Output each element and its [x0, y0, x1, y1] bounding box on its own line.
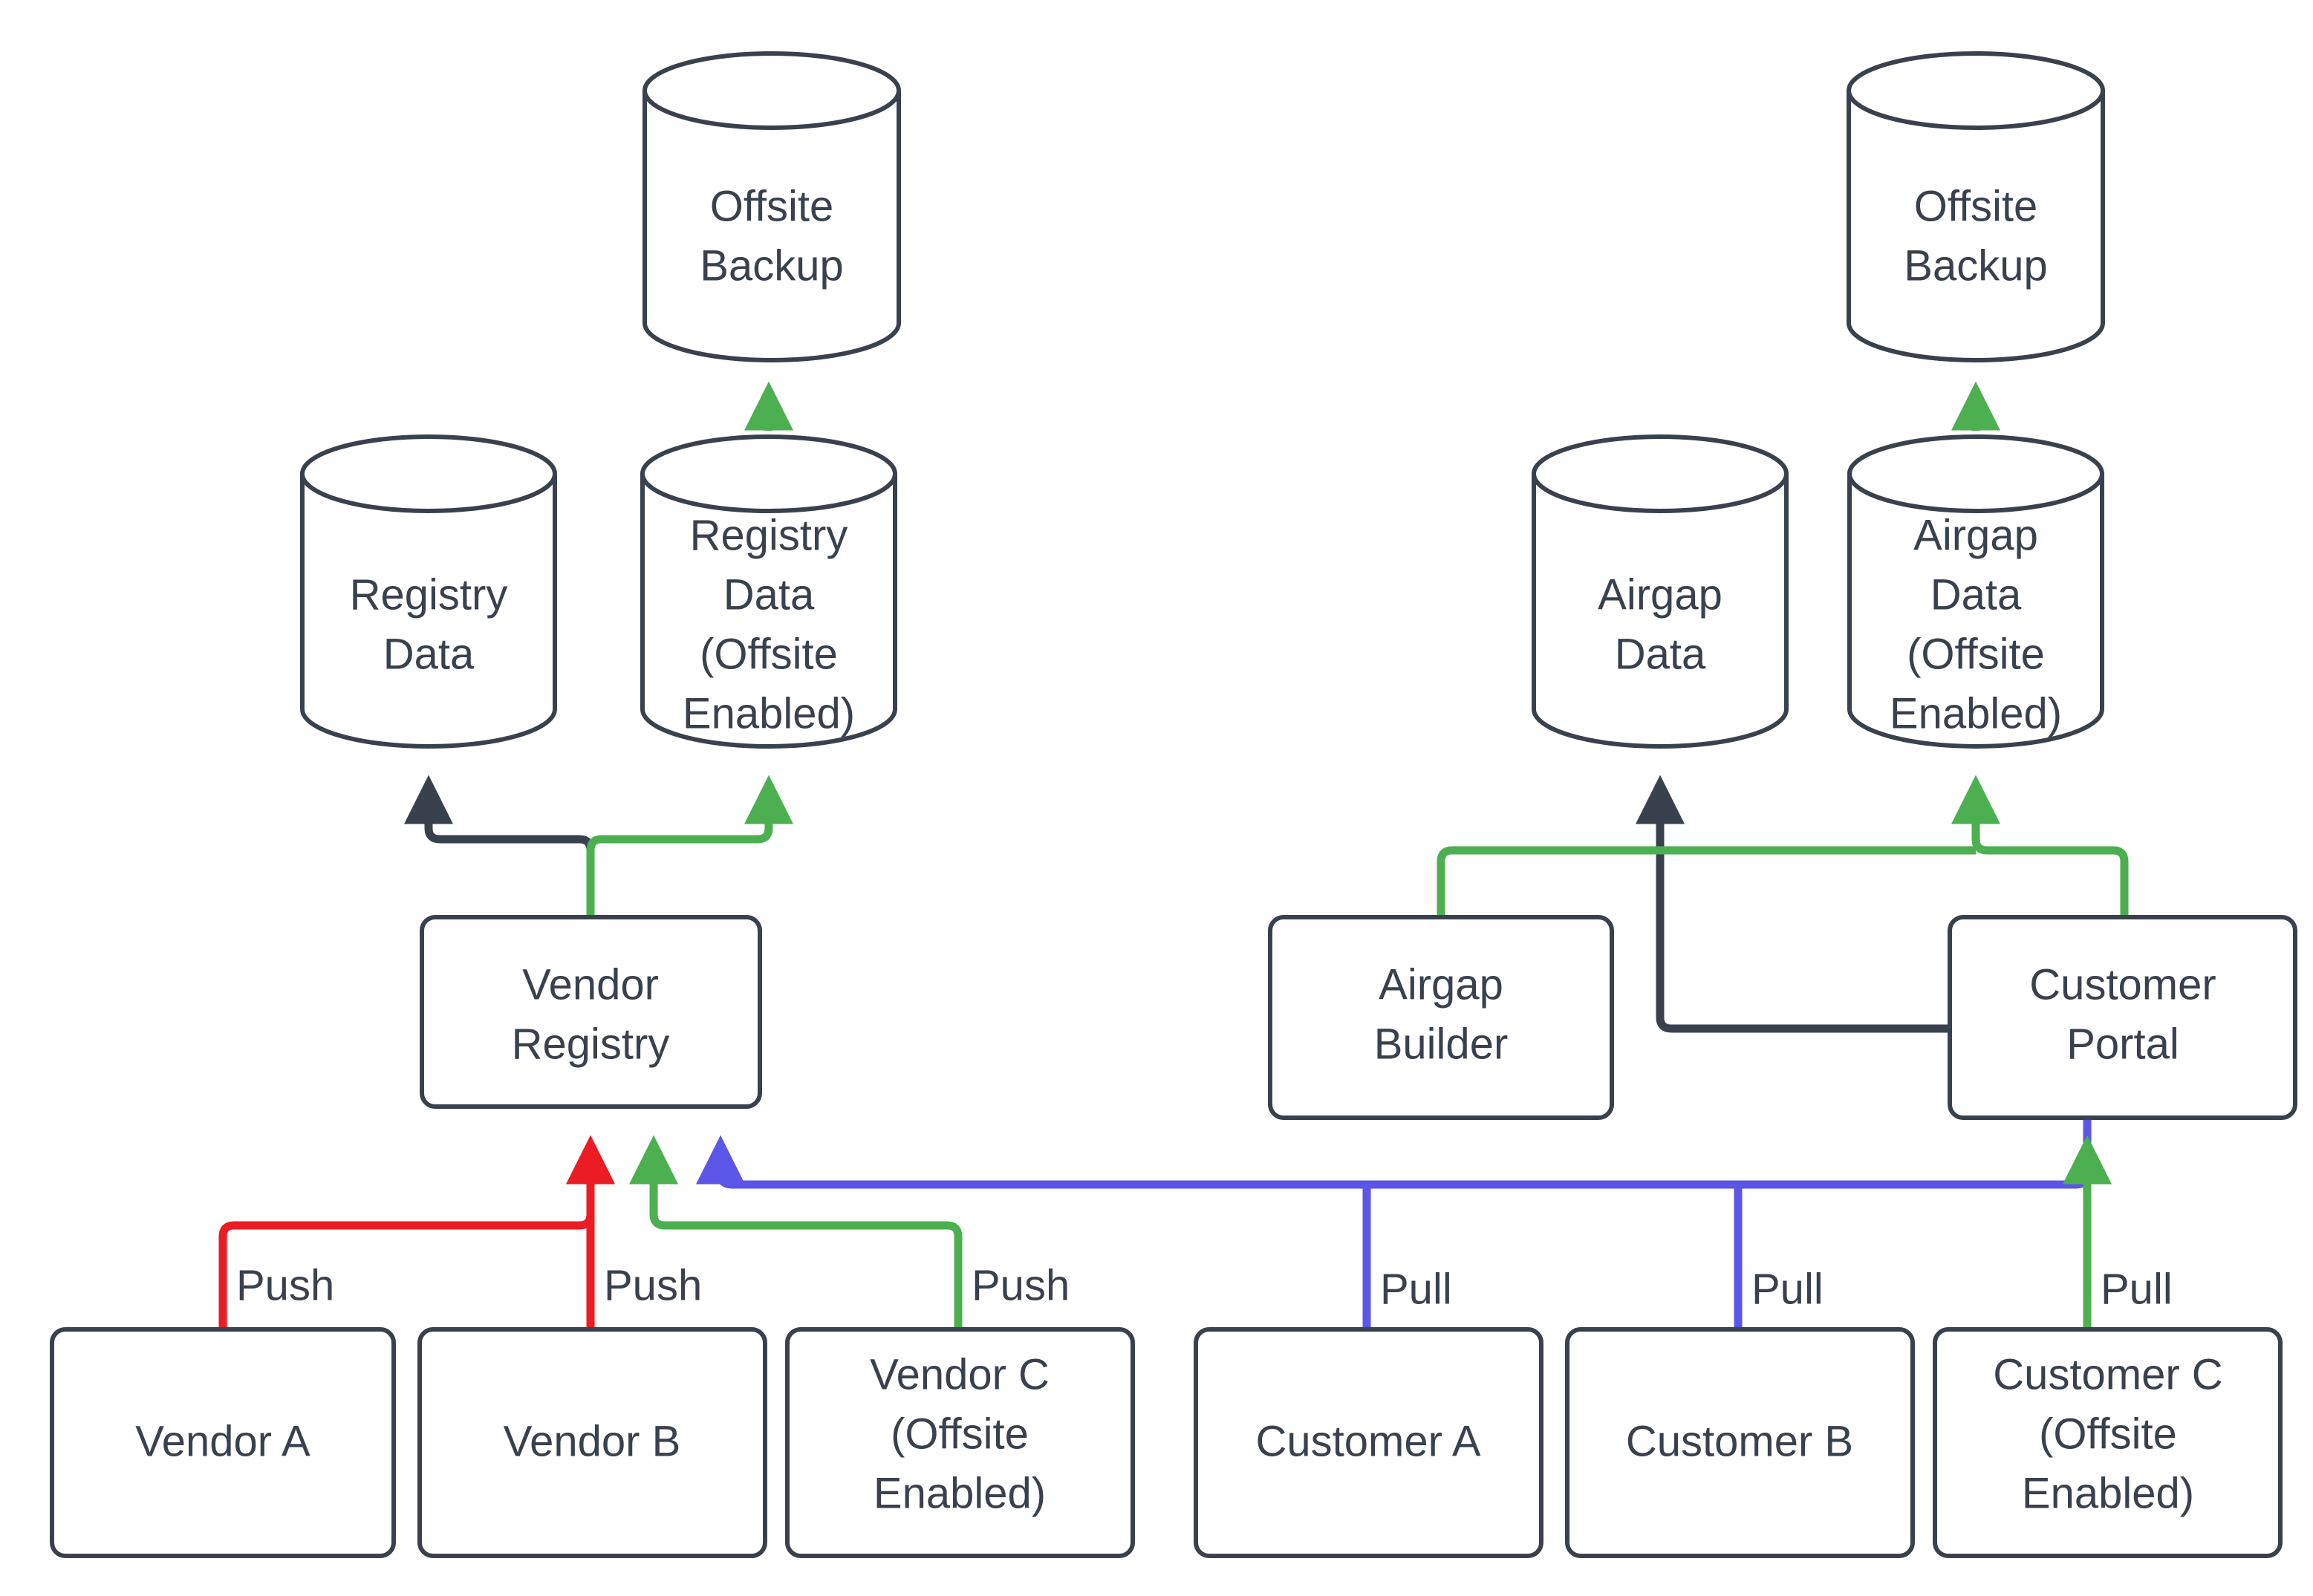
- node-airgap-builder[interactable]: Airgap Builder: [1268, 915, 1614, 1120]
- node-label: Portal: [2066, 1020, 2179, 1068]
- node-label: Vendor A: [135, 1417, 310, 1465]
- edge-vendor-registry-to-registry-data-offsite: [586, 775, 793, 917]
- edge-label-customer-a-pull: Pull: [1380, 1265, 1452, 1313]
- edge-label-vendor-b-push: Push: [604, 1261, 702, 1309]
- node-airgap-data-offsite-enabled[interactable]: Airgap Data (Offsite Enabled): [1847, 434, 2104, 749]
- node-label: Customer A: [1256, 1417, 1481, 1465]
- node-label: Enabled): [2022, 1469, 2194, 1517]
- edge-customer-portal-to-airgap-data-offsite: [1951, 775, 2129, 917]
- node-label: (Offsite: [1907, 630, 2045, 678]
- node-label: (Offsite: [700, 630, 838, 678]
- node-label: Data: [1930, 570, 2022, 619]
- node-label: Backup: [700, 241, 843, 290]
- node-label: Data: [383, 630, 475, 678]
- node-label: Registry: [350, 570, 508, 619]
- node-label: Airgap: [1913, 511, 2038, 559]
- node-customer-portal[interactable]: Customer Portal: [1948, 915, 2297, 1120]
- node-offsite-backup-left[interactable]: Offsite Backup: [642, 51, 901, 362]
- node-vendor-c[interactable]: Vendor C (Offsite Enabled): [785, 1327, 1135, 1558]
- node-label: Registry: [512, 1020, 670, 1068]
- node-label: Airgap: [1598, 570, 1722, 619]
- edge-customer-portal-to-airgap-data: [1636, 775, 1950, 1033]
- node-label: Customer: [2029, 960, 2216, 1009]
- node-label: Registry: [690, 511, 848, 559]
- edge-airgap-builder-to-airgap-data-offsite: [1437, 846, 1976, 917]
- node-registry-data-offsite-enabled[interactable]: Registry Data (Offsite Enabled): [640, 434, 897, 749]
- node-offsite-backup-right[interactable]: Offsite Backup: [1847, 51, 2105, 362]
- node-label: Customer C: [1993, 1350, 2222, 1398]
- node-label: Backup: [1904, 241, 2047, 290]
- node-label: Airgap: [1379, 960, 1503, 1009]
- node-label: Offsite: [710, 182, 834, 230]
- node-registry-data[interactable]: Registry Data: [300, 434, 557, 749]
- edge-label-customer-c-pull: Pull: [2101, 1265, 2173, 1313]
- edge-label-customer-b-pull: Pull: [1751, 1265, 1824, 1313]
- node-label: Enabled): [683, 689, 855, 737]
- node-customer-c[interactable]: Customer C (Offsite Enabled): [1933, 1327, 2283, 1558]
- node-label: (Offsite: [2039, 1410, 2177, 1458]
- edge-label-vendor-a-push: Push: [236, 1261, 334, 1309]
- edge-label-vendor-c-push: Push: [972, 1261, 1070, 1309]
- node-label: Vendor B: [504, 1417, 681, 1465]
- node-label: Vendor: [522, 960, 659, 1009]
- node-vendor-b[interactable]: Vendor B: [417, 1327, 767, 1558]
- node-customer-b[interactable]: Customer B: [1565, 1327, 1915, 1558]
- node-vendor-registry[interactable]: Vendor Registry: [420, 915, 762, 1109]
- node-label: Data: [723, 570, 815, 619]
- node-airgap-data[interactable]: Airgap Data: [1532, 434, 1789, 749]
- node-label: (Offsite: [891, 1410, 1029, 1458]
- node-customer-a[interactable]: Customer A: [1194, 1327, 1543, 1558]
- node-vendor-a[interactable]: Vendor A: [50, 1327, 396, 1558]
- node-label: Enabled): [874, 1469, 1046, 1517]
- node-label: Customer B: [1626, 1417, 1853, 1465]
- node-label: Enabled): [1890, 689, 2062, 737]
- node-label: Data: [1615, 630, 1706, 678]
- edge-vendor-c-to-vendor-registry: [629, 1135, 963, 1329]
- node-label: Vendor C: [870, 1350, 1050, 1398]
- node-label: Builder: [1374, 1020, 1509, 1068]
- node-label: Offsite: [1914, 182, 2038, 230]
